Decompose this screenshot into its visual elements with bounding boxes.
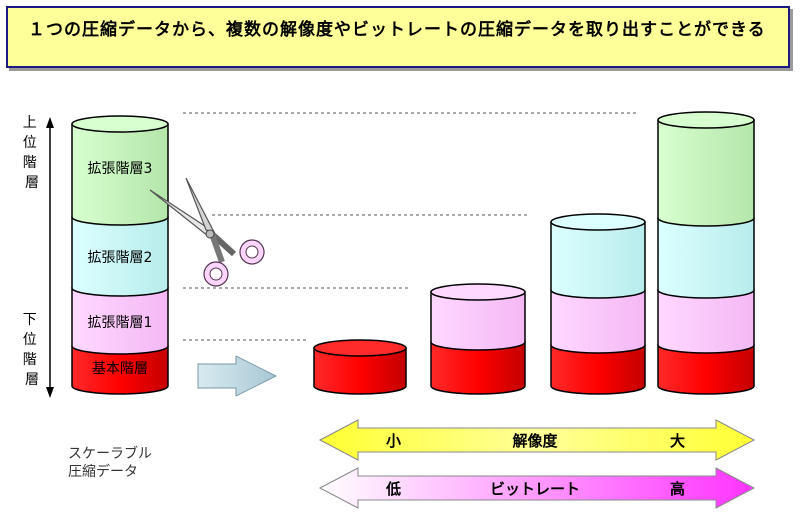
hierarchy-axis bbox=[46, 117, 54, 398]
resolution-high-label: 大 bbox=[670, 432, 685, 450]
layer-label-enh3: 拡張階層3 bbox=[88, 161, 153, 177]
upper-layer-label: 上 位 階 層 bbox=[23, 115, 41, 191]
guide-lines bbox=[183, 112, 636, 341]
lower-layer-label: 下 位 階 層 bbox=[23, 312, 41, 388]
scalable-stack bbox=[71, 115, 169, 395]
output-cylinder-3 bbox=[550, 213, 646, 395]
resolution-label: 解像度 bbox=[512, 432, 558, 450]
bitrate-low-label: 低 bbox=[385, 480, 401, 498]
title-box: １つの圧縮データから、複数の解像度やビットレートの圧縮データを取り出すことができ… bbox=[6, 6, 790, 68]
lower-char-3: 階 bbox=[23, 352, 37, 368]
lower-char-2: 位 bbox=[23, 332, 37, 348]
bitrate-arrow bbox=[318, 467, 756, 509]
output-cylinder-2 bbox=[430, 283, 526, 395]
scissors-icon bbox=[149, 177, 265, 287]
lower-char-1: 下 bbox=[23, 312, 37, 328]
page-title: １つの圧縮データから、複数の解像度やビットレートの圧縮データを取り出すことができ… bbox=[28, 20, 766, 40]
scalable-caption-line2: 圧縮データ bbox=[68, 463, 138, 480]
layer-label-base: 基本階層 bbox=[92, 360, 148, 377]
resolution-low-label: 小 bbox=[386, 432, 401, 450]
layer-label-enh1: 拡張階層1 bbox=[88, 315, 153, 331]
bitrate-label: ビットレート bbox=[490, 480, 580, 498]
output-cylinder-4 bbox=[657, 111, 755, 395]
bitrate-high-label: 高 bbox=[670, 480, 685, 498]
output-cylinder-1 bbox=[313, 339, 407, 395]
upper-char-1: 上 bbox=[23, 115, 37, 131]
upper-char-3: 階 bbox=[23, 155, 37, 171]
scalable-caption-line1: スケーラブル bbox=[68, 445, 152, 462]
extraction-arrow bbox=[197, 355, 278, 397]
scalable-caption: スケーラブル 圧縮データ bbox=[68, 445, 156, 480]
lower-char-4: 層 bbox=[25, 372, 39, 388]
upper-char-4: 層 bbox=[25, 175, 39, 191]
resolution-arrow bbox=[318, 419, 756, 461]
layer-label-enh2: 拡張階層2 bbox=[88, 250, 153, 266]
upper-char-2: 位 bbox=[23, 135, 37, 151]
